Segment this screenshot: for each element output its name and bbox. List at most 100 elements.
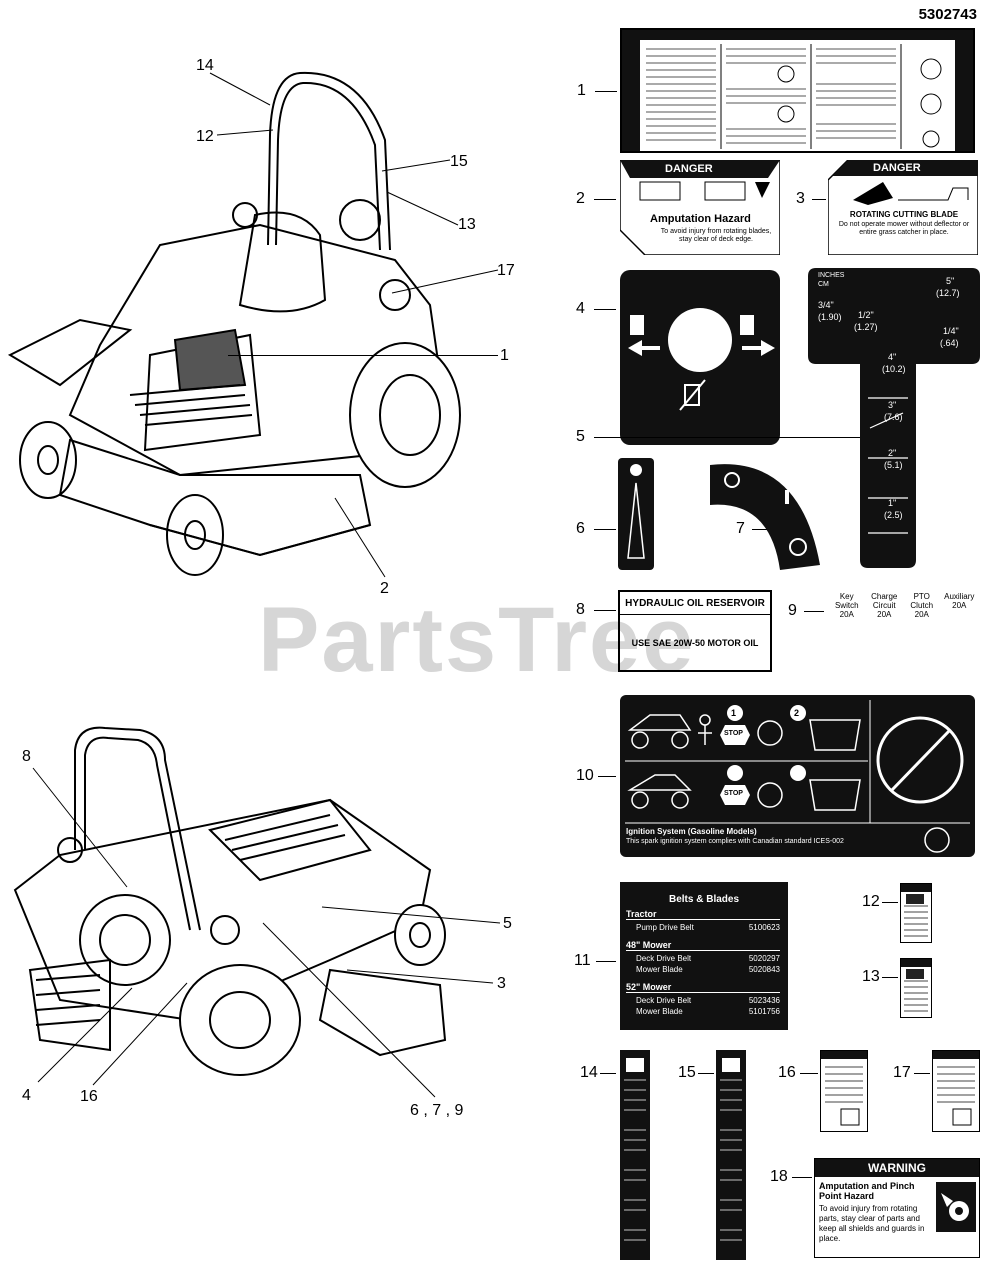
decal-2-header: DANGER xyxy=(665,163,713,175)
decal-10-start-instructions: 1 2 STOP STOP Ignition System (Gasoline … xyxy=(620,695,975,857)
rear-wheel-left xyxy=(179,964,301,1076)
decal-11-section-tractor: Tractor xyxy=(626,909,780,920)
callout-8-bottom: 8 xyxy=(22,748,31,765)
decal-18-header: WARNING xyxy=(815,1159,979,1177)
decal-5-mark-4in: 4" xyxy=(888,352,897,362)
callout-10: 10 xyxy=(576,767,594,784)
decal-5-mark-14in-cm: (.64) xyxy=(940,338,959,348)
decal-8-hydraulic-oil: HYDRAULIC OIL RESERVOIR USE SAE 20W-50 M… xyxy=(618,590,772,672)
decal-15-rollbar-label xyxy=(716,1050,746,1260)
decal-5-mark-14in: 1/4" xyxy=(943,326,959,336)
decal-11-section-52: 52" Mower xyxy=(626,982,780,993)
callout-18: 18 xyxy=(770,1168,788,1185)
callout-13-top: 13 xyxy=(458,216,476,233)
callout-16: 16 xyxy=(778,1064,796,1081)
callout-5-bottom: 5 xyxy=(503,915,512,932)
callout-12: 12 xyxy=(862,893,880,910)
callout-12-top: 12 xyxy=(196,128,214,145)
decal-18-gear-pictogram xyxy=(936,1182,976,1232)
decal-5-mark-3in-cm: (7.6) xyxy=(884,412,903,422)
decal-5-mark-34in: 3/4" xyxy=(818,300,834,310)
decal-6-throttle xyxy=(618,458,654,570)
decal-7-pto-switch xyxy=(710,464,820,570)
callout-17: 17 xyxy=(893,1064,911,1081)
mower-front-view-illustration xyxy=(7,71,461,576)
callout-15-top: 15 xyxy=(450,153,468,170)
decal-5-mark-5in-cm: (12.7) xyxy=(936,288,960,298)
callout-1: 1 xyxy=(577,82,586,99)
callout-17-top: 17 xyxy=(497,262,515,279)
decal-18-title: Amputation and Pinch Point Hazard xyxy=(819,1181,915,1201)
callout-7: 7 xyxy=(736,520,745,537)
decal-3-title: ROTATING CUTTING BLADE xyxy=(849,210,959,219)
decal-18-amputation-pinch: WARNING Amputation and Pinch Point Hazar… xyxy=(814,1158,980,1258)
discharge-chute xyxy=(318,968,447,1057)
callout-2-top: 2 xyxy=(380,580,389,597)
roll-bar-rear xyxy=(74,726,201,931)
decal-5-mark-3in: 3" xyxy=(888,400,897,410)
callout-11: 11 xyxy=(574,952,591,969)
decal-1-operator-instructions xyxy=(620,28,975,153)
decal-13-rollbar-warning xyxy=(900,958,932,1018)
decal-8-title: HYDRAULIC OIL RESERVOIR xyxy=(625,598,765,609)
decal-10-step1-top: 1 xyxy=(731,708,737,718)
decal-10-stop-bottom: STOP xyxy=(724,790,743,797)
decal-5-mark-1in: 1" xyxy=(888,498,897,508)
mower-rear-view-illustration xyxy=(13,726,447,1076)
callout-13: 13 xyxy=(862,968,880,985)
callout-8: 8 xyxy=(576,601,585,618)
decal-5-mark-4in-cm: (10.2) xyxy=(882,364,906,374)
callout-15: 15 xyxy=(678,1064,696,1081)
seat xyxy=(238,211,327,313)
decal-5-mark-12in-cm: (1.27) xyxy=(854,322,878,332)
decal-10-stop-top: STOP xyxy=(724,730,743,737)
decal-5-mark-12in: 1/2" xyxy=(858,310,874,320)
callout-5: 5 xyxy=(576,428,585,445)
decal-5-mark-1in-cm: (2.5) xyxy=(884,510,903,520)
decal-5-mark-34in-cm: (1.90) xyxy=(818,312,842,322)
decal-10-footer-title: Ignition System (Gasoline Models) xyxy=(626,827,757,836)
callout-14-top: 14 xyxy=(196,57,214,74)
callout-6: 6 xyxy=(576,520,585,537)
decal-17-warning xyxy=(932,1050,980,1132)
decal-5-mark-5in: 5" xyxy=(946,276,955,286)
callout-1-top: 1 xyxy=(500,347,509,364)
document-number: 5302743 xyxy=(918,6,977,23)
callout-4: 4 xyxy=(576,300,585,317)
decal-4-fuel-selector xyxy=(620,270,780,445)
decal-3-body: Do not operate mower without deflector o… xyxy=(838,221,970,236)
decal-2-title: Amputation Hazard xyxy=(650,213,751,225)
decal-10-footer-body: This spark ignition system complies with… xyxy=(626,838,844,845)
decal-2-amputation-hazard: DANGER Amputation Hazard To avoid injury… xyxy=(620,160,780,255)
decal-3-rotating-blade: DANGER ROTATING CUTTING BLADE Do not ope… xyxy=(828,160,978,255)
callout-679-bottom: 6 , 7 , 9 xyxy=(410,1102,464,1119)
callout-4-bottom: 4 xyxy=(22,1087,31,1104)
decal-11-title: Belts & Blades xyxy=(668,894,740,905)
decal-16-warning xyxy=(820,1050,868,1132)
roll-bar xyxy=(267,71,391,251)
decal-18-body: To avoid injury from rotating parts, sta… xyxy=(819,1204,925,1243)
callout-14: 14 xyxy=(580,1064,598,1081)
rear-wheel xyxy=(349,342,461,488)
decal-3-header: DANGER xyxy=(873,162,921,174)
decal-14-rollbar-label xyxy=(620,1050,650,1260)
engine xyxy=(79,894,171,986)
callout-9: 9 xyxy=(788,602,797,619)
decal-5-cutting-height-gauge: INCHES CM 5" (12.7) 3/4" (1.90) 1/2" (1.… xyxy=(808,268,980,568)
callout-16-bottom: 16 xyxy=(80,1088,98,1105)
decal-2-body: To avoid injury from rotating blades, st… xyxy=(660,228,772,243)
decal-12-rollbar-warning xyxy=(900,883,932,943)
decal-5-unit-bottom: CM xyxy=(818,281,829,288)
watermark: PartsTree xyxy=(258,589,696,691)
leader-1-top xyxy=(228,355,498,356)
decal-8-body: USE SAE 20W-50 MOTOR OIL xyxy=(631,638,759,648)
decal-10-step2-top: 2 xyxy=(794,708,800,718)
callout-3-bottom: 3 xyxy=(497,975,506,992)
callout-2: 2 xyxy=(576,190,585,207)
